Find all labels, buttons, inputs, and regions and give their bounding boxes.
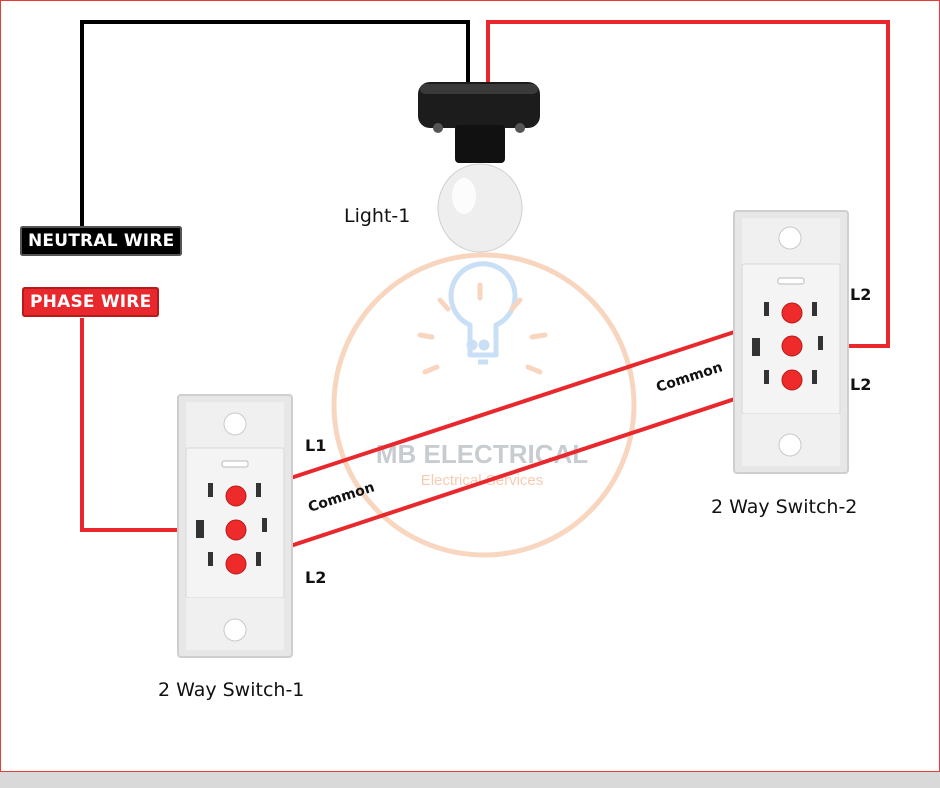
switch-2-terminal-bottom	[781, 369, 803, 391]
switch-1-top-screw-hole	[223, 412, 247, 436]
light-label: Light-1	[344, 205, 410, 227]
wiring-diagram: MB ELECTRICAL Electrical Services Light-…	[80, 20, 890, 701]
switch-2: L2 L2 2 Way Switch-2	[711, 210, 871, 518]
bottom-bar	[0, 772, 940, 788]
switch-2-top-screw-hole	[778, 226, 802, 250]
neutral-wire	[80, 20, 470, 226]
switch-1-title: 2 Way Switch-1	[158, 679, 304, 701]
switch-2-bottom-screw-hole	[778, 433, 802, 457]
switch-2-label-l2-bottom: L2	[850, 375, 871, 394]
switch-1-bottom-screw-hole	[223, 618, 247, 642]
light-bulb: Light-1	[344, 82, 540, 253]
switch-1-terminal-common	[225, 519, 247, 541]
switch-2-label-l2-top: L2	[850, 285, 871, 304]
bulb-logo-icon	[448, 261, 518, 365]
switch-2-terminal-top	[781, 302, 803, 324]
light-to-switch2-common	[486, 20, 890, 348]
traveller-l1-wire	[235, 311, 793, 498]
traveller-l2-wire	[235, 378, 793, 566]
wires	[80, 20, 890, 566]
switch-2-terminal-common	[781, 335, 803, 357]
common-label-left: Common	[306, 479, 376, 515]
phase-wire-tag: PHASE WIRE	[22, 287, 160, 317]
watermark-title: MB ELECTRICAL	[376, 439, 588, 469]
bulb-glass	[437, 163, 523, 253]
neutral-wire-tag: NEUTRAL WIRE	[20, 226, 183, 256]
switch-2-title: 2 Way Switch-2	[711, 496, 857, 518]
bulb-socket	[455, 125, 505, 163]
common-label-right: Common	[654, 359, 724, 395]
switch-1-terminal-l1	[225, 485, 247, 507]
switch-1-label-l2: L2	[305, 568, 326, 587]
switch-1-label-l1: L1	[305, 436, 326, 455]
watermark: MB ELECTRICAL Electrical Services	[331, 252, 637, 558]
switch-1: L1 L2 2 Way Switch-1	[158, 394, 326, 701]
watermark-ring	[331, 252, 637, 558]
switch-1-terminal-l2	[225, 553, 247, 575]
sunburst-icon	[417, 282, 548, 375]
